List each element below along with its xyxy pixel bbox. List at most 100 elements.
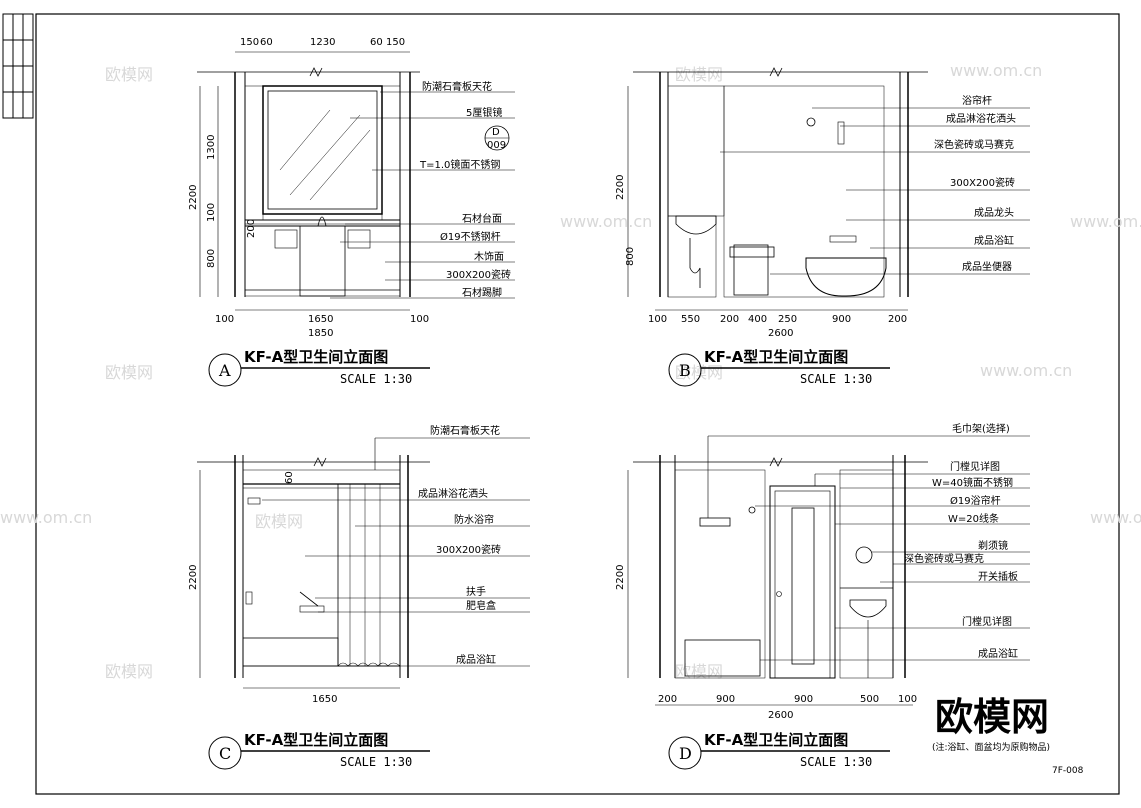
- dim-bottom-total: 2600: [768, 328, 793, 339]
- callout-label: 毛巾架(选择): [952, 422, 1010, 435]
- callout-label: 5厘银镜: [466, 106, 502, 119]
- bathtub: [242, 637, 339, 667]
- panel-scale: SCALE 1:30: [340, 372, 412, 386]
- panel-title: KF-A型卫生间立面图: [704, 348, 848, 366]
- callout-label: Ø19不锈钢杆: [440, 230, 501, 243]
- panel-mark: D: [679, 744, 692, 763]
- callout-label: 防潮石膏板天花: [430, 424, 500, 437]
- detail-bubble-bottom: 009: [487, 140, 506, 151]
- dim-bottom: 550: [681, 314, 700, 325]
- watermark: 欧模网: [105, 65, 153, 84]
- panel-mark: B: [679, 361, 691, 380]
- dim-left: 2200: [188, 565, 199, 590]
- callout-label: Ø19浴帘杆: [950, 494, 1001, 507]
- callout-label: 深色瓷砖或马赛克: [904, 552, 984, 565]
- callout-label: 开关插板: [978, 570, 1018, 583]
- dim-small: 60: [284, 471, 295, 484]
- panel-scale: SCALE 1:30: [340, 755, 412, 769]
- watermark: 欧模网: [105, 662, 153, 681]
- dim-left: 100: [206, 203, 217, 222]
- dim-bottom: 1650: [308, 314, 333, 325]
- bathtub: [805, 257, 887, 297]
- toilet: [733, 244, 769, 296]
- callout-label: 木饰面: [474, 250, 504, 263]
- callout-label: 成品淋浴花洒头: [946, 112, 1016, 125]
- brand-logo: 欧模网: [935, 695, 1049, 739]
- dim-top: 60: [370, 37, 383, 48]
- watermark-url: www.om.cn: [0, 508, 92, 527]
- callout-label: 门樘见详图: [950, 460, 1000, 473]
- dim-left: 1300: [206, 135, 217, 160]
- door: [769, 485, 836, 679]
- dim-bottom: 100: [648, 314, 667, 325]
- callout-label: W=20线条: [948, 512, 999, 525]
- dim-top: 150: [240, 37, 259, 48]
- dim-bottom: 100: [410, 314, 429, 325]
- dim-top: 150: [386, 37, 405, 48]
- callout-label: 成品浴缸: [978, 647, 1018, 660]
- callout-label: 门樘见详图: [962, 615, 1012, 628]
- watermark: 欧模网: [105, 363, 153, 382]
- elevation-d: 2200 200 900 900 500 100 2600 毛巾架(选择) 门樘…: [615, 422, 1030, 770]
- callout-label: 浴帘杆: [962, 94, 992, 107]
- callout-label: 300X200瓷砖: [436, 543, 501, 556]
- detail-bubble-top: D: [492, 127, 500, 138]
- footnote: (注:浴缸、面盆均为原购物品): [932, 741, 1050, 753]
- sheet-border: [35, 13, 1120, 795]
- callout-label: 石材踢脚: [462, 286, 502, 299]
- panel-mark: C: [219, 744, 231, 763]
- shaving-mirror: [855, 546, 873, 564]
- dim-bottom: 100: [215, 314, 234, 325]
- dim-bottom: 1650: [312, 694, 337, 705]
- callout-label: 300X200瓷砖: [446, 268, 511, 281]
- dim-bottom: 500: [860, 694, 879, 705]
- watermark-url: www.om.cn: [1090, 508, 1141, 527]
- watermark-layer: 欧模网 欧模网 www.om.cn www.om.cn www.om.cn 欧模…: [0, 61, 1141, 681]
- callout-label: 防潮石膏板天花: [422, 80, 492, 93]
- dim-bottom: 100: [898, 694, 917, 705]
- elevation-b: 2200 800 100 550 200 400 250 900 200 260…: [615, 67, 1030, 387]
- dim-bottom: 900: [832, 314, 851, 325]
- watermark-url: www.om.cn: [950, 61, 1042, 80]
- panel-title: KF-A型卫生间立面图: [704, 731, 848, 749]
- callout-label: 成品浴缸: [974, 234, 1014, 247]
- watermark-url: www.om.cn: [980, 361, 1072, 380]
- callout-label: 成品淋浴花洒头: [418, 487, 488, 500]
- watermark: 欧模网: [255, 512, 303, 531]
- basin: [849, 599, 887, 618]
- callout-label: 成品龙头: [974, 206, 1014, 219]
- dim-bottom-total: 2600: [768, 710, 793, 721]
- shower-curtain: [337, 483, 401, 667]
- mirror: [262, 85, 383, 215]
- title-strip: [2, 13, 34, 119]
- bathtub: [684, 639, 761, 677]
- dim-left: 2200: [188, 185, 199, 210]
- dim-bottom: 200: [888, 314, 907, 325]
- basin: [675, 215, 717, 235]
- panel-scale: SCALE 1:30: [800, 372, 872, 386]
- callout-label: 成品坐便器: [962, 260, 1012, 273]
- panel-mark: A: [218, 361, 231, 380]
- callout-label: 深色瓷砖或马赛克: [934, 138, 1014, 151]
- dim-bottom: 900: [794, 694, 813, 705]
- dim-top: 1230: [310, 37, 335, 48]
- callout-label: 防水浴帘: [454, 513, 494, 526]
- dim-bottom: 900: [716, 694, 735, 705]
- panel-title: KF-A型卫生间立面图: [244, 731, 388, 749]
- callout-label: 剃须镜: [978, 539, 1008, 552]
- watermark-url: www.om.cn: [1070, 212, 1141, 231]
- dim-left: 800: [625, 247, 636, 266]
- elevation-c: 60 2200 1650 防潮石膏板天花 成品淋浴花洒头 防水浴帘 300X20…: [188, 424, 530, 770]
- dim-left: 800: [206, 249, 217, 268]
- panel-title: KF-A型卫生间立面图: [244, 348, 388, 366]
- watermark: 欧模网: [675, 65, 723, 84]
- dim-top: 60: [260, 37, 273, 48]
- callout-label: 肥皂盒: [466, 599, 496, 612]
- sheet-code: 7F-008: [1052, 766, 1084, 776]
- dim-bottom: 400: [748, 314, 767, 325]
- callout-label: T=1.0镜面不锈钢: [419, 158, 500, 171]
- dim-left: 2200: [615, 565, 626, 590]
- callout-label: 扶手: [466, 585, 486, 598]
- dim-bottom: 200: [658, 694, 677, 705]
